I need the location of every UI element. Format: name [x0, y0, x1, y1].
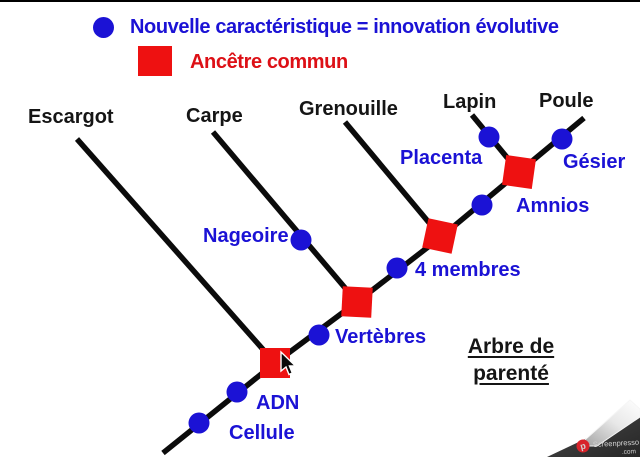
species-label-lapin: Lapin: [443, 91, 497, 113]
page-curl-fold: [576, 399, 640, 447]
frame-top-border: [0, 0, 640, 2]
common-ancestor-node-4: [502, 155, 536, 189]
species-label-carpe: Carpe: [186, 105, 243, 127]
diagram-title: Arbre de parenté: [451, 333, 571, 387]
legend-innovation-circle-icon: [93, 17, 114, 38]
innovation-label-nageoire: Nageoire: [203, 225, 289, 247]
branch-line-escargot: [74, 137, 278, 365]
innovation-label-cellule: Cellule: [229, 422, 295, 444]
legend-innovation-label: Nouvelle caractéristique = innovation év…: [130, 16, 559, 38]
innovation-node-4-membres: [386, 257, 408, 279]
innovation-label-placenta: Placenta: [400, 147, 483, 169]
legend-ancestor-label: Ancêtre commun: [190, 51, 348, 73]
innovation-label-vertebres: Vertèbres: [335, 326, 427, 348]
innovation-node-cellule: [188, 412, 210, 434]
diagram-title-line2: parenté: [473, 362, 549, 385]
innovation-label-4-membres: 4 membres: [415, 259, 521, 281]
innovation-node-placenta: [478, 126, 500, 148]
common-ancestor-node-2: [341, 286, 373, 318]
common-ancestor-node-3: [422, 218, 458, 254]
innovation-node-adn: [226, 381, 248, 403]
innovation-node-vertebres: [308, 324, 330, 346]
species-label-grenouille: Grenouille: [299, 98, 398, 120]
legend-ancestor-square-icon: [138, 46, 172, 76]
innovation-label-amnios: Amnios: [516, 195, 590, 217]
screenpresso-logo-icon: [576, 439, 590, 453]
innovation-label-adn: ADN: [256, 392, 300, 414]
mouse-cursor-arrow-icon: [280, 350, 298, 376]
species-label-escargot: Escargot: [28, 106, 114, 128]
innovation-node-gesier: [551, 128, 573, 150]
branch-line-grenouille: [342, 120, 444, 239]
watermark-suffix-text: .com: [622, 448, 636, 456]
watermark-brand-text: Screenpresso: [593, 438, 640, 449]
species-label-poule: Poule: [539, 90, 594, 112]
innovation-node-amnios: [471, 194, 493, 216]
screenpresso-logo-letter: p: [579, 440, 587, 451]
branch-line-carpe: [210, 130, 360, 304]
innovation-node-nageoire: [290, 229, 312, 251]
innovation-label-gesier: Gésier: [563, 151, 626, 173]
diagram-title-line1: Arbre de: [467, 335, 555, 358]
